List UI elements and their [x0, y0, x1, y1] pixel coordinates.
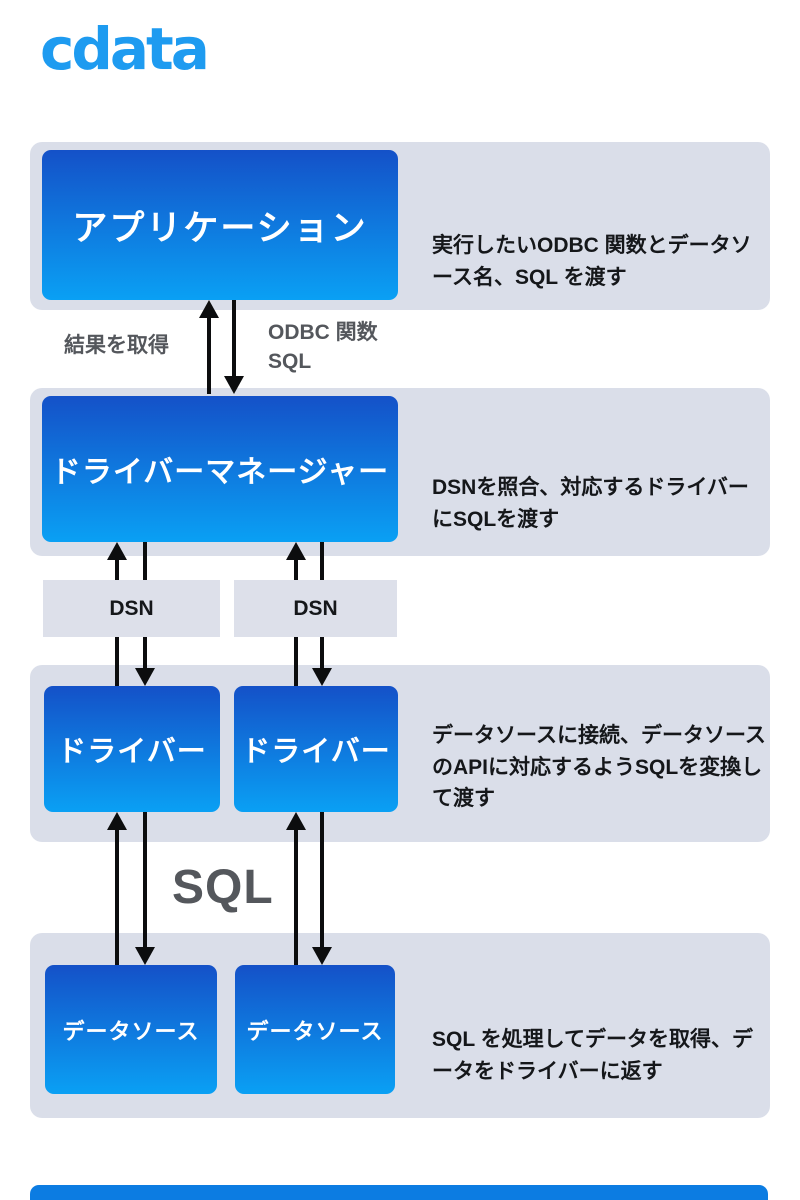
arrowhead-down-icon — [312, 668, 332, 686]
label-odbc-sql: ODBC 関数 SQL — [268, 318, 378, 377]
label-odbc-line2: SQL — [268, 350, 312, 374]
data-source-box-right: データソース — [235, 965, 395, 1094]
application-description: 実行したいODBC 関数とデータソース名、SQL を渡す — [432, 234, 752, 289]
arrow-down-odbc-call — [224, 300, 244, 394]
cdata-logo: cdata — [40, 15, 210, 83]
arrow-up-datasource-right — [286, 812, 306, 965]
arrowhead-up-icon — [286, 542, 306, 560]
arrowhead-up-icon — [107, 542, 127, 560]
arrowhead-up-icon — [199, 300, 219, 318]
arrow-down-datasource-left — [135, 812, 155, 965]
arrowhead-up-icon — [107, 812, 127, 830]
label-odbc-line1: ODBC 関数 — [268, 321, 378, 344]
arrow-up-results — [199, 300, 219, 394]
driver-manager-description: DSNを照合、対応するドライバーにSQLを渡す — [432, 476, 749, 531]
dsn-box-left: DSN — [43, 580, 220, 637]
arrowhead-down-icon — [224, 376, 244, 394]
arrowhead-down-icon — [135, 947, 155, 965]
application-box: アプリケーション — [42, 150, 398, 300]
driver-manager-box: ドライバーマネージャー — [42, 396, 398, 542]
arrowhead-down-icon — [135, 668, 155, 686]
driver-box-right: ドライバー — [234, 686, 398, 812]
drivers-description: データソースに接続、データソースのAPIに対応するようSQLを変換して渡す — [432, 724, 766, 810]
dsn-box-right: DSN — [234, 580, 397, 637]
label-get-results: 結果を取得 — [64, 334, 169, 357]
label-sql: SQL — [172, 861, 274, 914]
arrowhead-down-icon — [312, 947, 332, 965]
arrow-up-datasource-left — [107, 812, 127, 965]
bottom-blue-strip — [30, 1185, 768, 1200]
driver-box-left: ドライバー — [44, 686, 220, 812]
data-sources-description: SQL を処理してデータを取得、データをドライバーに返す — [432, 1028, 753, 1083]
arrow-down-datasource-right — [312, 812, 332, 965]
arrowhead-up-icon — [286, 812, 306, 830]
data-source-box-left: データソース — [45, 965, 217, 1094]
